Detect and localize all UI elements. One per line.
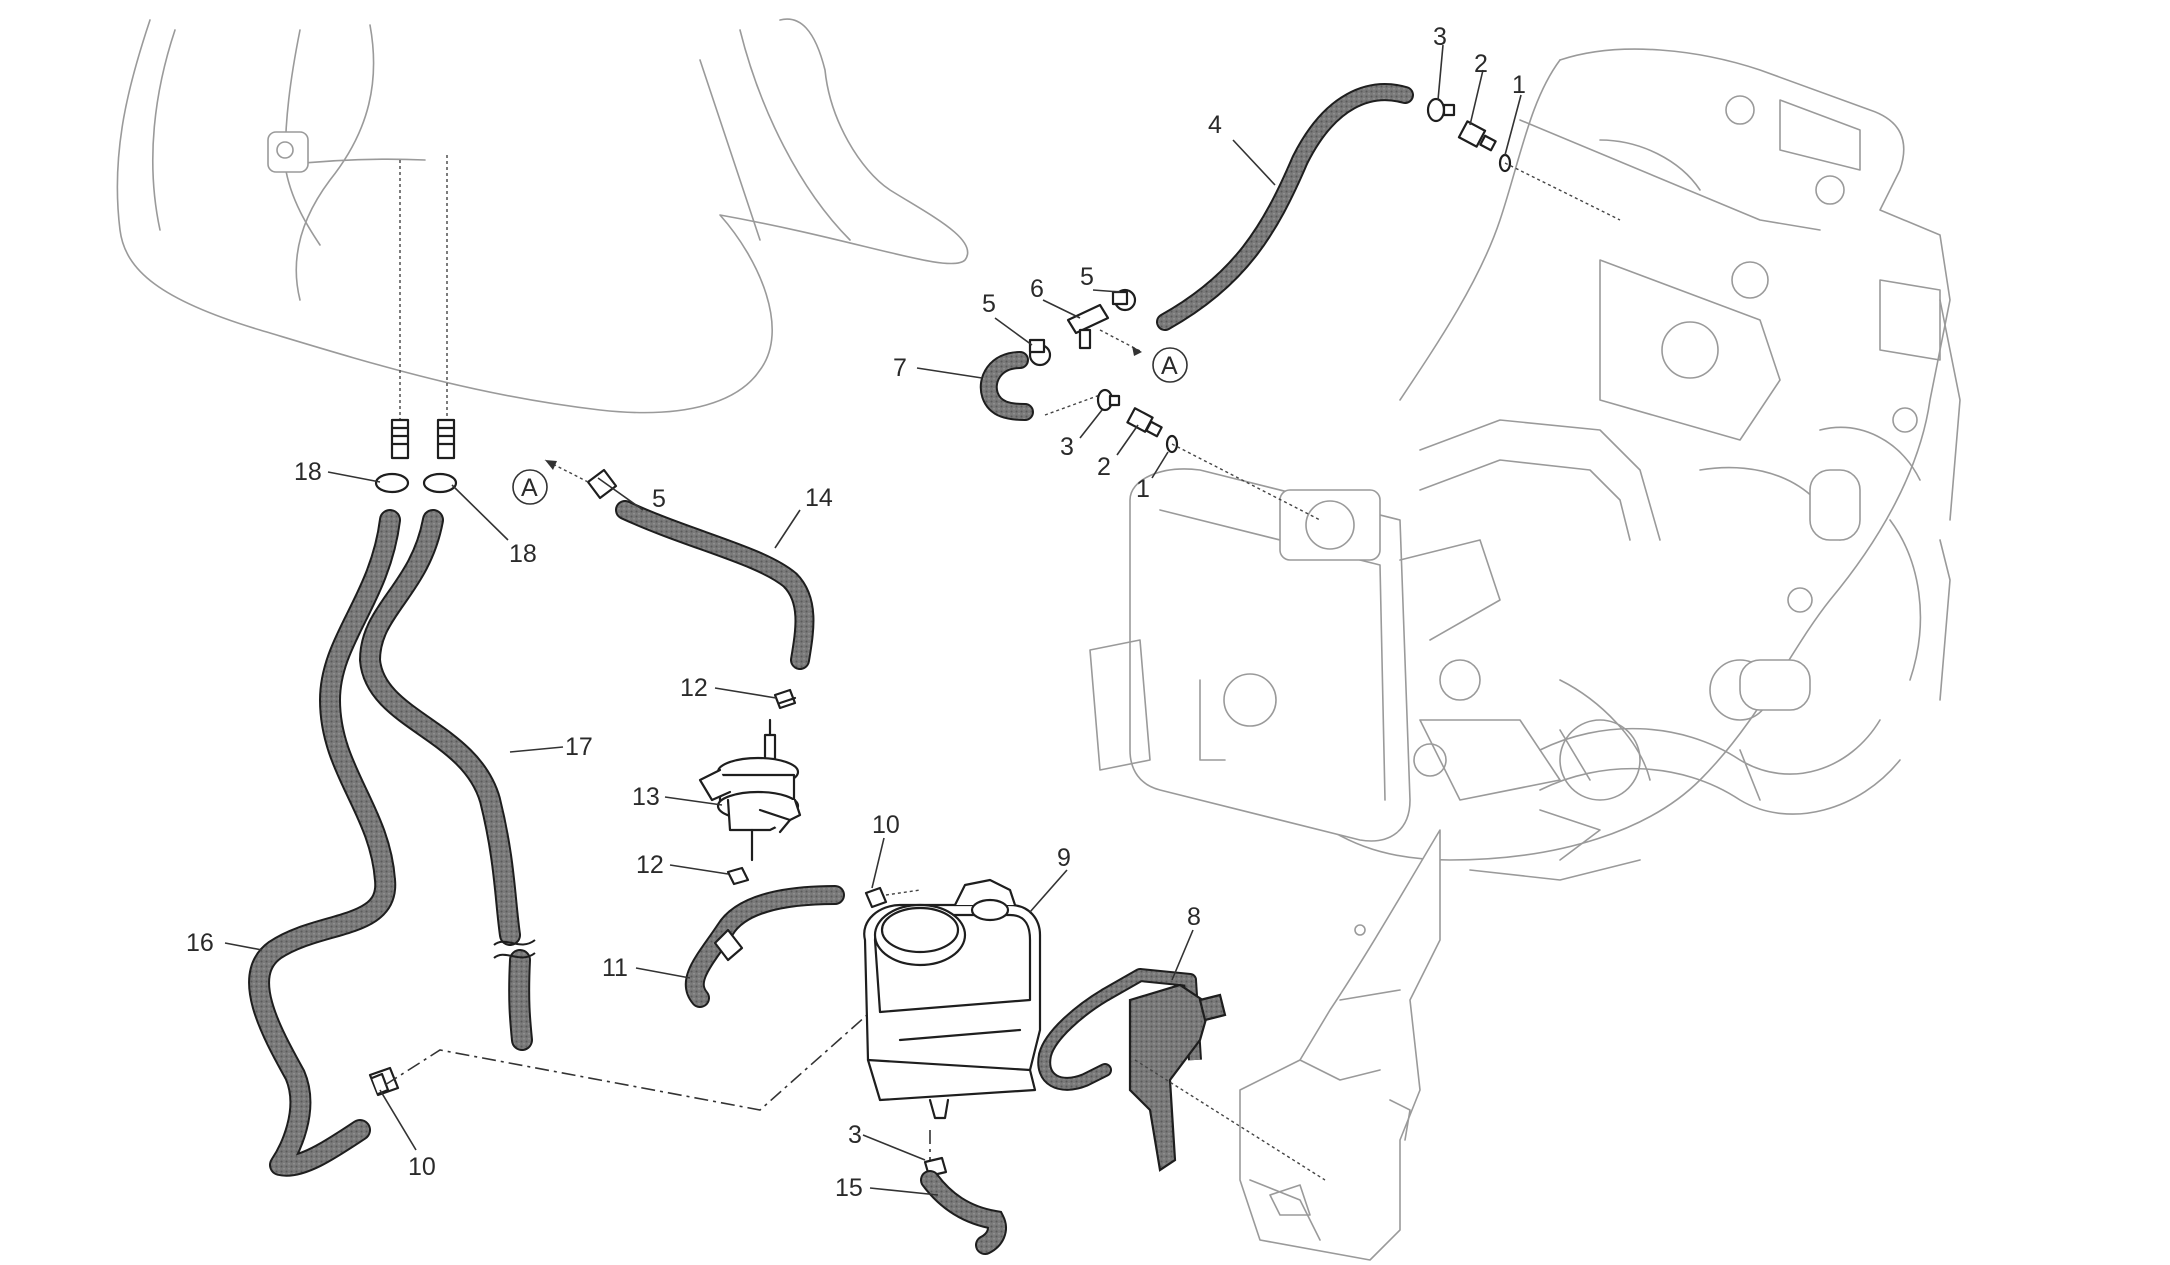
callout-2-top: 2 <box>1474 50 1488 78</box>
callout-1-lower: 1 <box>1136 475 1150 503</box>
callout-1-top: 1 <box>1512 71 1526 99</box>
clamp-5-top-right <box>1111 288 1137 312</box>
engine-outline <box>1089 48 1961 881</box>
fitting-2-top <box>1457 120 1497 152</box>
valve-13 <box>698 718 802 862</box>
callout-3-top: 3 <box>1433 23 1447 51</box>
hose-14 <box>615 500 815 670</box>
callout-9: 9 <box>1057 844 1071 872</box>
breather-hose-4 <box>1156 83 1414 331</box>
callout-10-center: 10 <box>872 811 900 839</box>
callout-14: 14 <box>805 484 833 512</box>
bracket-8 <box>1037 968 1227 1172</box>
callout-8: 8 <box>1187 903 1201 931</box>
clamp-12-lower <box>726 866 750 886</box>
leader-lines <box>224 44 1522 1196</box>
sprocket-cover-outline <box>1239 829 1441 1261</box>
callout-6: 6 <box>1030 275 1044 303</box>
callout-2-lower: 2 <box>1097 453 1111 481</box>
callout-5-center: 5 <box>652 485 666 513</box>
callout-labels: 1 2 3 4 5 6 5 7 3 2 1 A 18 18 5 A 14 12 … <box>186 23 1526 1202</box>
callout-17: 17 <box>565 733 593 761</box>
fuel-tank-outline <box>116 18 969 414</box>
callout-16: 16 <box>186 929 214 957</box>
drain-hose-17 <box>358 509 536 1051</box>
clamp-10-left <box>368 1066 400 1097</box>
callout-12-upper: 12 <box>680 674 708 702</box>
callout-5-left: 5 <box>982 290 996 318</box>
callout-15: 15 <box>835 1174 863 1202</box>
callout-10-left: 10 <box>408 1153 436 1181</box>
hose-11 <box>684 885 845 1008</box>
expansion-tank-9 <box>863 878 1042 1120</box>
callout-13: 13 <box>632 783 660 811</box>
clamp-10-center <box>864 886 888 909</box>
clamp-3-top <box>1426 97 1456 123</box>
clamp-12-upper <box>773 688 797 710</box>
hose-7 <box>979 351 1034 421</box>
callout-18-right: 18 <box>509 540 537 568</box>
clamp-5-center <box>586 468 618 500</box>
reference-circle-a-left <box>512 469 548 505</box>
tee-6 <box>1066 303 1110 350</box>
hose-15 <box>920 1170 1007 1255</box>
clamp-5-top-left <box>1028 338 1052 367</box>
callout-3-bottom: 3 <box>848 1121 862 1149</box>
clamp-3-lower <box>1096 388 1121 412</box>
callout-3-lower: 3 <box>1060 433 1074 461</box>
callout-4: 4 <box>1208 111 1222 139</box>
tank-drain-fittings <box>374 155 458 494</box>
fitting-2-lower <box>1126 407 1163 438</box>
callout-5-right: 5 <box>1080 263 1094 291</box>
reference-circle-a-right <box>1152 347 1188 383</box>
callout-18-left: 18 <box>294 458 322 486</box>
reference-a-right: A <box>1161 352 1178 380</box>
drain-hose-16 <box>248 509 401 1177</box>
callout-12-lower: 12 <box>636 851 664 879</box>
callout-7: 7 <box>893 354 907 382</box>
reference-a-left: A <box>521 474 538 502</box>
callout-11: 11 <box>602 954 628 982</box>
